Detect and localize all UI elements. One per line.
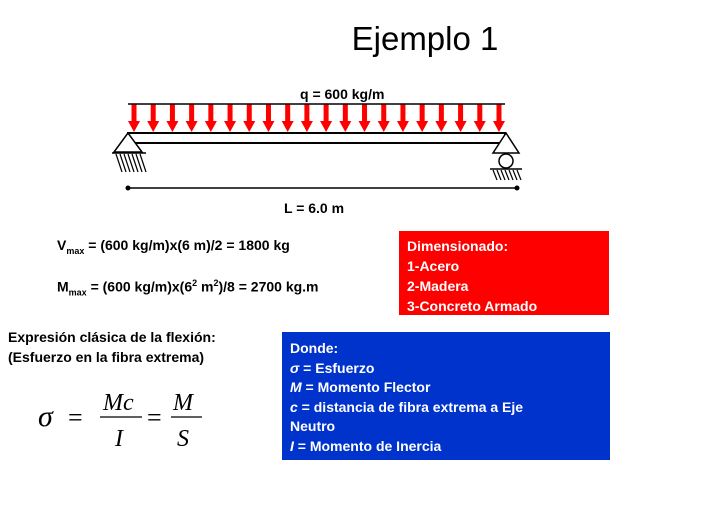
dimensioning-box: Dimensionado: 1-Acero 2-Madera 3-Concret… [399, 231, 609, 315]
flexion-label: Expresión clásica de la flexión: (Esfuer… [8, 327, 216, 367]
moment-exponent-1: 2 [192, 278, 198, 288]
page-title: Ejemplo 1 [0, 20, 620, 58]
title-text: Ejemplo 1 [351, 20, 499, 57]
definition-symbol: c [290, 398, 298, 415]
formula-equals-2: = [147, 403, 162, 432]
load-arrow [300, 104, 313, 132]
load-arrow [473, 104, 486, 132]
load-label: q = 600 kg/m [300, 86, 385, 102]
load-arrow [166, 104, 179, 132]
load-arrow [493, 104, 505, 132]
moment-expression-a: = (600 kg/m)x(6 [86, 278, 193, 295]
definitions-box: Donde: σ = Esfuerzo M = Momento Flector … [282, 332, 610, 460]
load-arrow [262, 104, 275, 132]
load-arrow [128, 104, 140, 132]
load-arrow [339, 104, 352, 132]
load-arrow [435, 104, 448, 132]
formula-sigma: σ [38, 400, 54, 433]
moment-expression-b: m [197, 278, 214, 295]
formula-numerator-2: M [172, 390, 195, 416]
definition-item: c = distancia de fibra extrema a Eje [290, 398, 602, 418]
pin-support-left [112, 131, 147, 173]
definition-symbol: M [290, 379, 302, 395]
load-arrow [377, 104, 390, 132]
definition-symbol: σ [290, 359, 300, 376]
definition-item: I = Momento de Inercia [290, 437, 602, 457]
load-arrow [281, 104, 294, 132]
length-dimension-line [125, 185, 520, 191]
definition-symbol: I [290, 437, 294, 454]
definition-text: = distancia de fibra extrema a Eje [297, 398, 524, 415]
moment-equation: Mmax = (600 kg/m)x(62 m2)/8 = 2700 kg.m [57, 278, 319, 297]
shear-symbol: V [57, 237, 67, 253]
load-arrow [454, 104, 467, 132]
shear-subscript: max [66, 245, 85, 256]
definition-text: Neutro [290, 418, 336, 434]
dimensioning-item: 2-Madera [407, 278, 469, 294]
definition-text: = Momento de Inercia [293, 437, 442, 454]
distributed-load-arrows [128, 104, 505, 132]
shear-equation: Vmax = (600 kg/m)x(6 m)/2 = 1800 kg [57, 237, 290, 256]
moment-symbol: M [57, 278, 69, 295]
length-label: L = 6.0 m [284, 200, 345, 216]
load-arrow [416, 104, 429, 132]
load-arrow [185, 104, 198, 132]
moment-subscript: max [68, 287, 87, 298]
load-arrow [204, 104, 217, 132]
formula-equals-1: = [68, 403, 83, 432]
formula-denominator-1: I [114, 426, 124, 452]
load-arrow [396, 104, 409, 132]
definitions-title: Donde: [290, 340, 339, 356]
formula-numerator-1: Mc [102, 390, 134, 416]
shear-expression: = (600 kg/m)x(6 m)/2 = 1800 kg [84, 237, 290, 253]
definition-item: Neutro [290, 417, 602, 437]
beam-diagram [112, 103, 522, 191]
definition-text: = Momento Flector [301, 379, 431, 395]
load-arrow [243, 104, 256, 132]
load-arrow [224, 104, 237, 132]
load-arrow [320, 104, 333, 132]
flexion-formula: σ = Mc I = M S [38, 390, 202, 452]
dimensioning-item: 1-Acero [407, 258, 460, 274]
flexion-label-line1: Expresión clásica de la flexión: [8, 329, 216, 345]
formula-denominator-2: S [177, 426, 189, 452]
beam [127, 132, 506, 144]
moment-exponent-2: 2 [213, 278, 219, 288]
load-arrow [358, 104, 371, 132]
dimensioning-item: 3-Concreto Armado [407, 298, 538, 314]
roller-support-right [490, 131, 522, 181]
moment-expression-c: )/8 = 2700 kg.m [218, 278, 319, 295]
load-arrow [147, 104, 160, 132]
definition-item: M = Momento Flector [290, 378, 602, 398]
flexion-label-line2: (Esfuerzo en la fibra extrema) [8, 349, 205, 365]
definition-item: σ = Esfuerzo [290, 359, 602, 379]
dimensioning-title: Dimensionado: [407, 238, 509, 254]
definition-text: = Esfuerzo [299, 359, 375, 376]
